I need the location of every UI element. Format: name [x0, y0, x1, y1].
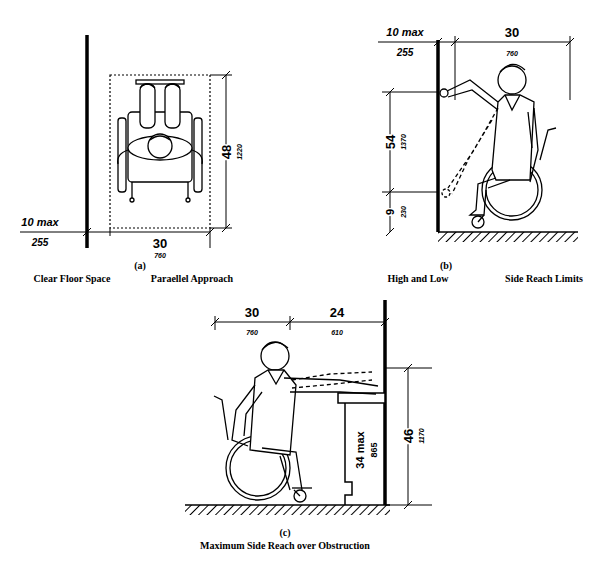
- dimension-metric: 865: [370, 441, 379, 458]
- dimension-metric: 610: [330, 329, 344, 336]
- panel-caption: Side Reach Limits: [504, 274, 584, 284]
- dimension-metric: 230: [400, 205, 407, 219]
- panel-a: [20, 35, 232, 248]
- wheelchair-top-view: [118, 80, 203, 202]
- dimension-metric: 255: [31, 238, 50, 248]
- panel-c: [185, 300, 432, 515]
- dimension-label: 46: [402, 428, 415, 444]
- person-reaching-high-low: [440, 64, 556, 228]
- dimension-metric: 1170: [418, 427, 425, 444]
- panel-letter: (c): [278, 528, 291, 538]
- panel-letter: (a): [133, 261, 147, 271]
- panel-caption: Paraellel Approach: [150, 274, 234, 284]
- panel-letter: (b): [439, 261, 453, 271]
- dimension-metric: 760: [505, 50, 519, 57]
- dimension-label: 30: [244, 306, 260, 319]
- counter-obstruction: [338, 393, 385, 505]
- dimension-metric: 760: [245, 329, 259, 336]
- dimension-label: 10 max: [385, 27, 424, 38]
- panel-caption: Maximum Side Reach over Obstruction: [199, 541, 371, 551]
- dimension-label: 10 max: [20, 217, 59, 228]
- dimension-label: 9: [385, 208, 396, 216]
- panel-caption: Clear Floor Space: [33, 274, 112, 284]
- dimension-label: 30: [152, 237, 168, 250]
- dimension-label: 24: [329, 306, 345, 319]
- dimension-metric: 1370: [400, 133, 407, 151]
- dimension-label: 54: [384, 134, 397, 150]
- dimension-label: 34 max: [355, 430, 366, 469]
- panel-caption: High and Low: [386, 274, 449, 284]
- dimension-metric: 760: [153, 252, 167, 259]
- dimension-metric: 1220: [236, 143, 243, 161]
- dimension-label: 30: [504, 26, 520, 39]
- dimension-metric: 255: [396, 48, 415, 58]
- dimension-label: 48: [220, 144, 233, 160]
- person-reaching-over-counter: [214, 342, 378, 502]
- panel-b: [378, 36, 578, 242]
